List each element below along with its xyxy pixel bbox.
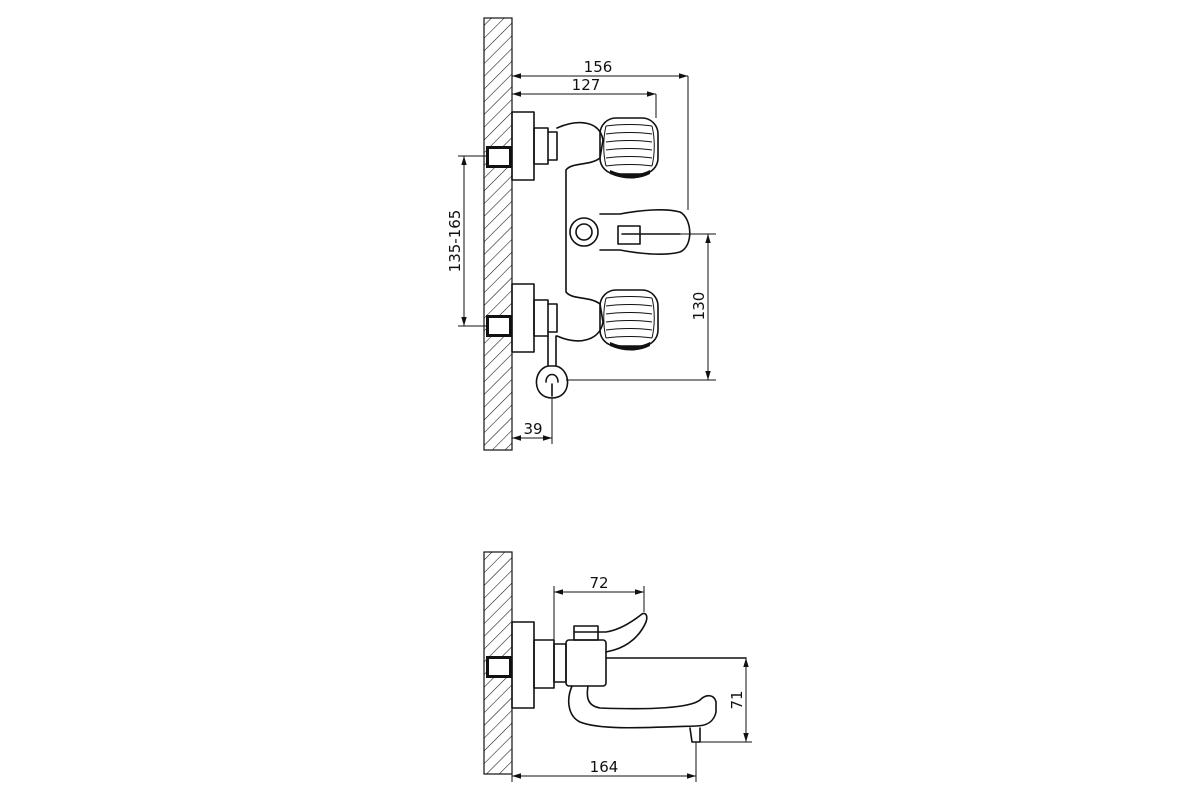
outlet-body — [599, 209, 691, 255]
dim-spout-drop: 71 — [728, 690, 746, 709]
mixer-body-side — [553, 625, 607, 687]
dim-lever-length: 72 — [589, 574, 608, 592]
lever-side — [597, 612, 648, 653]
wall-front — [483, 17, 513, 451]
handle-lower — [599, 289, 659, 351]
shower-holder — [535, 335, 569, 399]
dim-spout-projection: 164 — [590, 758, 619, 776]
front-view: 156 127 135-165 130 39 — [446, 17, 716, 451]
dim-inlet-spacing: 135-165 — [446, 210, 464, 273]
dim-overall-depth: 156 — [584, 58, 613, 76]
spout-side — [567, 657, 747, 729]
handle-upper — [599, 117, 659, 179]
eccentric-fitting-lower — [511, 283, 558, 353]
mixer-body — [556, 121, 604, 342]
diverter-knob — [569, 217, 599, 247]
side-view: 72 71 164 — [483, 551, 752, 782]
dim-outlet-height: 130 — [690, 292, 708, 321]
eccentric-fitting-upper — [511, 111, 558, 181]
dim-handle-depth: 127 — [572, 76, 601, 94]
eccentric-fitting-side — [511, 621, 555, 709]
dim-holder-offset: 39 — [523, 420, 542, 438]
